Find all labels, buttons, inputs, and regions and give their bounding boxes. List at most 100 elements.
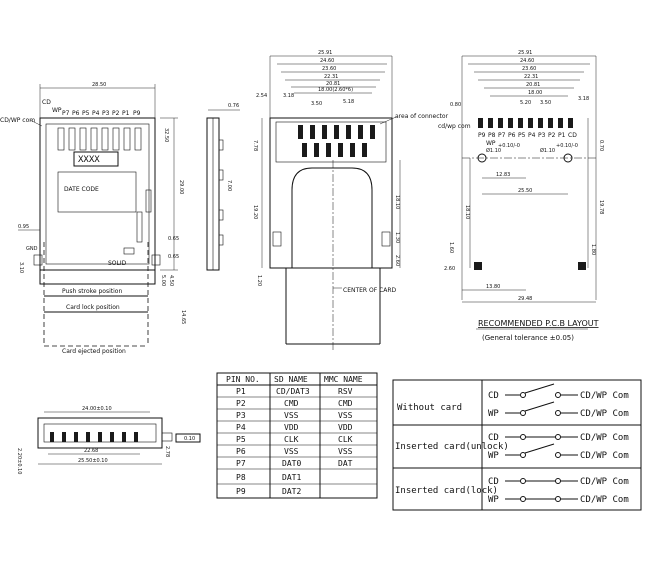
pcb-pads xyxy=(478,118,573,128)
pcb-cdwp-label: cd/wp com xyxy=(438,123,471,130)
area-of-connector-label: area of connector xyxy=(395,113,449,120)
pin-label-p2: P2 xyxy=(112,110,120,117)
front-dim-7: 2.54 xyxy=(256,93,267,99)
front-1920-dim: 19.20 xyxy=(252,205,258,219)
pcb-dim-1810: 18.10 xyxy=(464,205,470,219)
side-view: 0.76 7.00 xyxy=(206,103,240,271)
pin-header-sd: SD NAME xyxy=(274,375,308,384)
bottom-left-dim: 2.20±0.10 xyxy=(16,448,22,474)
switch-com-3b: CD/WP Com xyxy=(580,495,629,505)
pin-cell: P7 xyxy=(236,459,246,468)
switch-wp-1: WP xyxy=(488,409,499,419)
dim-065: 0.65 xyxy=(168,236,179,242)
pin-cell: VSS xyxy=(338,447,353,456)
switch-com-1a: CD/WP Com xyxy=(580,391,629,401)
pin-cell: DAT2 xyxy=(282,487,301,496)
pcb-pin-p9: P9 xyxy=(478,132,486,139)
bottom-dim-2268: 22.68 xyxy=(84,448,98,454)
pcb-pin-p1: P1 xyxy=(558,132,566,139)
switch-wp-3: WP xyxy=(488,495,499,505)
switch-cd-2: CD xyxy=(488,433,499,443)
pcb-dim-2550: 25.50 xyxy=(518,188,532,194)
front-120-dim: 1.20 xyxy=(256,275,262,286)
front-dim-0: 25.91 xyxy=(318,50,332,56)
top-contacts xyxy=(57,127,142,151)
switch-com-2b: CD/WP Com xyxy=(580,451,629,461)
front-dim-3: 22.31 xyxy=(324,74,338,80)
front-contact-pads xyxy=(298,125,375,157)
pcb-dim-1283: 12.83 xyxy=(496,172,510,178)
pin-cell: VSS xyxy=(284,447,299,456)
dim-065b: 0.65 xyxy=(168,254,179,260)
hole-right-dia: Ø1.10 xyxy=(540,147,555,154)
pcb-dim-260: 2.60 xyxy=(444,266,455,272)
pin-header-pin: PIN NO. xyxy=(226,375,260,384)
front-dim-2: 23.60 xyxy=(322,66,336,72)
pcb-pin-p6: P6 xyxy=(508,132,516,139)
pcb-pin-p8: P8 xyxy=(488,132,496,139)
pcb-dim-6: 5.20 xyxy=(520,100,531,106)
pin-cell: VDD xyxy=(338,423,353,432)
pcb-dim-8: 3.18 xyxy=(578,96,589,102)
dim-310: 3.10 xyxy=(18,262,24,273)
pin-label-p3: P3 xyxy=(102,110,110,117)
pin-cell: CMD xyxy=(338,399,353,408)
pcb-tolerance-note: (General tolerance ±0.05) xyxy=(482,334,574,342)
pin-cell: P3 xyxy=(236,411,246,420)
pin-cell: VSS xyxy=(338,411,353,420)
switch-com-2a: CD/WP Com xyxy=(580,433,629,443)
pcb-pin-p4: P4 xyxy=(528,132,536,139)
pin-label-cd: CD xyxy=(42,99,51,106)
pin-cell: VDD xyxy=(284,423,299,432)
switch-label-lock: Inserted card(lock) xyxy=(395,486,498,496)
switch-com-1b: CD/WP Com xyxy=(580,409,629,419)
bottom-contacts xyxy=(50,432,138,442)
pin-cell: DAT0 xyxy=(282,459,301,468)
pcb-dim-1978: 19.78 xyxy=(598,200,604,214)
pcb-dim-4: 20.81 xyxy=(526,82,540,88)
pcb-dim-3: 22.31 xyxy=(524,74,538,80)
pin-header-mmc: MMC NAME xyxy=(324,375,363,384)
pin-label-p6: P6 xyxy=(72,110,80,117)
push-stroke-label: Push stroke position xyxy=(62,288,122,295)
pcb-dim-160: 1.60 xyxy=(448,242,454,253)
pin-label-p1: P1 xyxy=(122,110,130,117)
bottom-dim-2400: 24.00±0.10 xyxy=(82,406,112,412)
pin-cell: DAT1 xyxy=(282,473,301,482)
front-dim-9: 5.18 xyxy=(343,99,354,105)
top-view: 28.50 CD WP P7 P6 P5 P4 P3 P2 P1 P9 CD/W… xyxy=(0,82,186,355)
bottom-dim-2550: 25.50±0.10 xyxy=(78,458,108,464)
top-width-dim: 28.50 xyxy=(92,82,106,88)
pcb-dim-1380: 13.80 xyxy=(486,284,500,290)
hole-right-tol: +0.10/-0 xyxy=(556,143,578,149)
pin-cell: CD/DAT3 xyxy=(276,387,310,396)
top-height-dim: 29.00 xyxy=(178,180,184,194)
top-right-dim: 32.50 xyxy=(163,128,169,142)
date-code-label: DATE CODE xyxy=(64,186,99,193)
pcb-dim-1: 24.60 xyxy=(520,58,534,64)
pin-cell: P9 xyxy=(236,487,246,496)
side-top-dim: 0.76 xyxy=(228,103,239,109)
pin-cell: CLK xyxy=(338,435,353,444)
front-left-dim: 7.78 xyxy=(252,140,258,151)
switch-table: Without card CD WP CD/WP Com CD/WP Com I… xyxy=(392,379,642,511)
top-left-dim: 0.95 xyxy=(18,224,29,230)
front-130-dim: 1.30 xyxy=(394,232,400,243)
cdwp-com-label: CD/WP com xyxy=(0,117,35,124)
pin-table: PIN NO. SD NAME MMC NAME P1 CD/DAT3 RSV … xyxy=(216,372,378,499)
switch-wp-2: WP xyxy=(488,451,499,461)
pin-cell: P8 xyxy=(236,473,246,482)
switch-com-3a: CD/WP Com xyxy=(580,477,629,487)
hole-left-tol: +0.10/-0 xyxy=(498,143,520,149)
hole-left-dia: Ø1.10 xyxy=(486,147,501,154)
front-dim-4: 20.81 xyxy=(326,81,340,87)
switch-cd-3: CD xyxy=(488,477,499,487)
pcb-pin-p2: P2 xyxy=(548,132,556,139)
pin-cell: VSS xyxy=(284,411,299,420)
pin-cell: RSV xyxy=(338,387,353,396)
pin-label-p5: P5 xyxy=(82,110,90,117)
bottom-right-dim: 2.78 xyxy=(164,446,170,457)
front-1810-dim: 18.10 xyxy=(394,195,400,209)
dim-1465: 14.65 xyxy=(180,310,186,324)
gnd-label: GND xyxy=(26,246,38,252)
